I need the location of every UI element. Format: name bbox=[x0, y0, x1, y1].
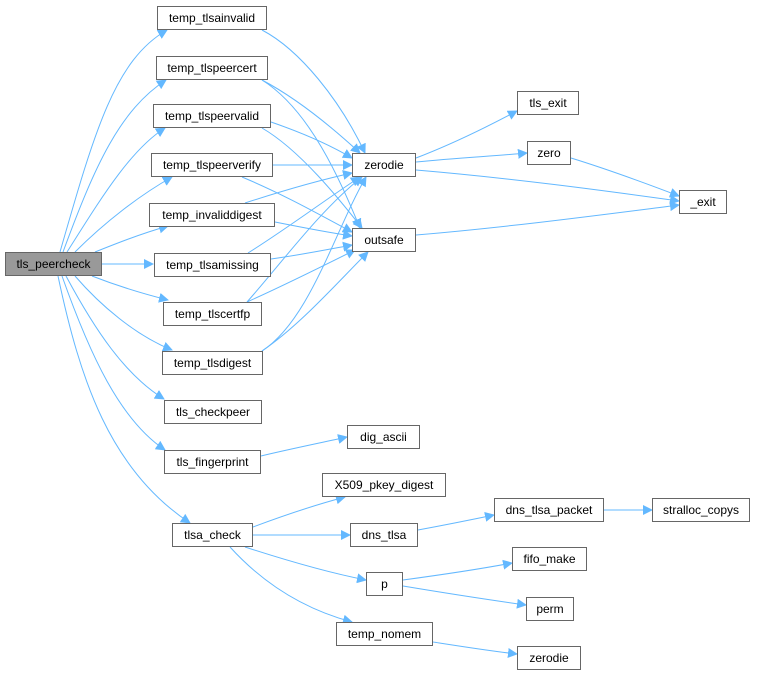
node-temp-invaliddigest[interactable]: temp_invaliddigest bbox=[149, 203, 275, 227]
edge-temp_tlspeervalid-outsafe bbox=[261, 127, 363, 229]
edge-zerodie-tls_exit bbox=[415, 110, 518, 159]
edge-temp_tlsainvalid-zerodie bbox=[261, 29, 366, 154]
node-fifo-make[interactable]: fifo_make bbox=[512, 547, 587, 571]
node-tls-fingerprint[interactable]: tls_fingerprint bbox=[164, 450, 261, 474]
edge-temp_tlsamissing-zerodie bbox=[247, 176, 361, 254]
node-dns-tlsa-packet[interactable]: dns_tlsa_packet bbox=[494, 498, 604, 522]
node-dns-tlsa[interactable]: dns_tlsa bbox=[350, 523, 418, 547]
edge-tls_peercheck-tlsa_check bbox=[57, 275, 191, 524]
node-x509-pkey-digest[interactable]: X509_pkey_digest bbox=[322, 473, 446, 497]
edge-dns_tlsa-dns_tlsa_packet bbox=[417, 511, 495, 531]
edge-temp_tlspeervalid-zerodie bbox=[270, 121, 353, 159]
edge-tls_peercheck-tls_checkpeer bbox=[65, 275, 165, 400]
edge-temp_tlsdigest-outsafe bbox=[261, 251, 369, 352]
node-zerodie[interactable]: zerodie bbox=[352, 153, 416, 177]
node-temp-tlspeerverify[interactable]: temp_tlspeerverify bbox=[151, 153, 273, 177]
node-exit[interactable]: _exit bbox=[679, 190, 727, 214]
node-temp-tlspeercert[interactable]: temp_tlspeercert bbox=[156, 56, 268, 80]
node-temp-tlscertfp[interactable]: temp_tlscertfp bbox=[163, 302, 262, 326]
edge-tls_peercheck-temp_tlsainvalid bbox=[59, 29, 168, 253]
edge-tls_peercheck-temp_tlspeervalid bbox=[66, 127, 166, 253]
edge-temp_nomem-zerodie bbox=[432, 641, 518, 658]
node-tlsa-check[interactable]: tlsa_check bbox=[172, 523, 253, 547]
edge-p-fifo_make bbox=[402, 559, 513, 581]
edge-tlsa_check-p bbox=[244, 546, 367, 584]
node-dig-ascii[interactable]: dig_ascii bbox=[347, 425, 420, 449]
edge-zerodie-zero bbox=[415, 148, 528, 163]
edge-temp_tlscertfp-zerodie bbox=[246, 176, 363, 303]
edge-tlsa_check-x509_pkey_digest bbox=[252, 494, 346, 528]
node-temp-tlspeervalid[interactable]: temp_tlspeervalid bbox=[153, 104, 271, 128]
node-perm[interactable]: perm bbox=[526, 597, 574, 621]
edge-tlsa_check-temp_nomem bbox=[229, 546, 353, 625]
edge-temp_invaliddigest-zerodie bbox=[244, 170, 353, 204]
edge-outsafe-exit bbox=[415, 201, 680, 236]
node-outsafe[interactable]: outsafe bbox=[352, 228, 416, 252]
edge-tls_peercheck-temp_invaliddigest bbox=[94, 223, 169, 253]
edge-tls_peercheck-temp_tlscertfp bbox=[91, 275, 169, 303]
edge-temp_tlsdigest-zerodie bbox=[261, 176, 367, 352]
edge-zerodie-exit bbox=[415, 169, 680, 205]
node-tls-peercheck[interactable]: tls_peercheck bbox=[5, 252, 102, 276]
edge-tls_peercheck-temp_tlsdigest bbox=[74, 275, 173, 352]
edge-temp_tlscertfp-outsafe bbox=[246, 249, 356, 303]
node-p[interactable]: p bbox=[366, 572, 403, 596]
edge-temp_tlspeercert-outsafe bbox=[261, 79, 362, 229]
edge-tls_peercheck-tls_fingerprint bbox=[61, 275, 166, 451]
edge-temp_tlsamissing-outsafe bbox=[270, 241, 353, 260]
node-tls-checkpeer[interactable]: tls_checkpeer bbox=[164, 400, 262, 424]
edge-temp_invaliddigest-outsafe bbox=[274, 221, 353, 240]
node-zero[interactable]: zero bbox=[527, 141, 571, 165]
edge-zero-exit bbox=[570, 157, 680, 198]
node-temp-tlsamissing[interactable]: temp_tlsamissing bbox=[154, 253, 271, 277]
node-tls-exit[interactable]: tls_exit bbox=[517, 91, 579, 115]
node-temp-tlsainvalid[interactable]: temp_tlsainvalid bbox=[157, 6, 267, 30]
edge-tls_fingerprint-dig_ascii bbox=[260, 434, 348, 457]
edge-p-perm bbox=[402, 585, 527, 609]
node-temp-nomem[interactable]: temp_nomem bbox=[336, 622, 433, 646]
node-temp-tlsdigest[interactable]: temp_tlsdigest bbox=[162, 351, 263, 375]
edge-tls_peercheck-temp_tlspeerverify bbox=[74, 176, 173, 253]
node-stralloc-copys[interactable]: stralloc_copys bbox=[652, 498, 750, 522]
edge-temp_tlspeercert-zerodie bbox=[261, 79, 361, 154]
node-zerodie-2[interactable]: zerodie bbox=[517, 646, 581, 670]
edge-tls_peercheck-temp_tlspeercert bbox=[62, 79, 167, 253]
